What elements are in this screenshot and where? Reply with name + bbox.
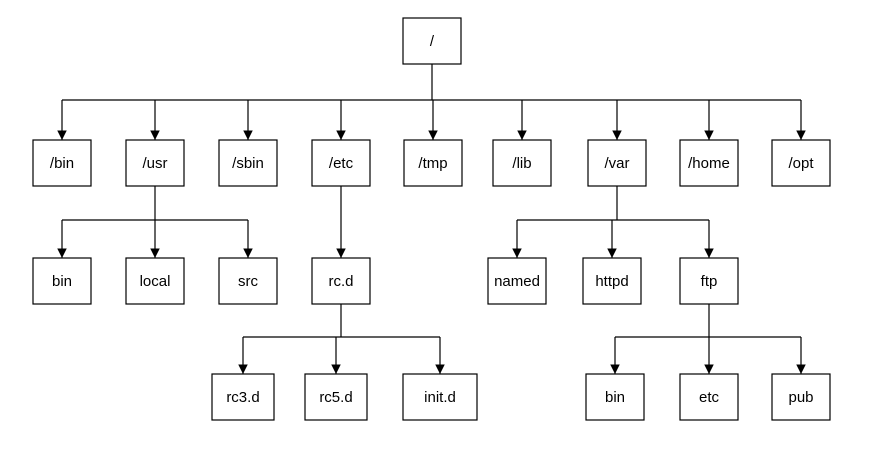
node-usr-local: local xyxy=(125,257,185,305)
node-box xyxy=(304,373,368,421)
node-box xyxy=(402,373,478,421)
node-box xyxy=(679,373,739,421)
node-label: rc.d xyxy=(328,273,353,290)
node-home: /home xyxy=(679,139,739,187)
node-label: local xyxy=(140,273,171,290)
node-box xyxy=(125,257,185,305)
node-label: ftp xyxy=(701,273,718,290)
node-ftp-bin: bin xyxy=(585,373,645,421)
node-box xyxy=(403,139,463,187)
node-box xyxy=(311,139,371,187)
edges-layer xyxy=(57,64,806,374)
node-rc5d: rc5.d xyxy=(304,373,368,421)
node-label: httpd xyxy=(595,273,628,290)
node-box xyxy=(32,139,92,187)
node-label: /opt xyxy=(788,155,814,172)
node-label: rc3.d xyxy=(226,389,259,406)
node-label: /bin xyxy=(50,155,74,172)
node-box xyxy=(211,373,275,421)
node-sbin: /sbin xyxy=(218,139,278,187)
node-label: etc xyxy=(699,389,720,406)
nodes-layer: / /bin/usr/sbin/etc/tmp/lib/var/home/opt b… xyxy=(32,17,831,421)
node-label: /lib xyxy=(512,155,531,172)
node-label: bin xyxy=(52,273,72,290)
node-initd: init.d xyxy=(402,373,478,421)
node-label: /sbin xyxy=(232,155,264,172)
node-label: bin xyxy=(605,389,625,406)
node-box xyxy=(492,139,552,187)
node-label: /usr xyxy=(142,155,167,172)
node-ftp-pub: pub xyxy=(771,373,831,421)
node-label: / xyxy=(430,33,435,50)
node-box xyxy=(218,257,278,305)
node-box xyxy=(582,257,642,305)
node-box xyxy=(679,139,739,187)
node-box xyxy=(587,139,647,187)
node-usr-bin: bin xyxy=(32,257,92,305)
node-box xyxy=(771,139,831,187)
node-root: / xyxy=(402,17,462,65)
node-usr: /usr xyxy=(125,139,185,187)
node-rc3d: rc3.d xyxy=(211,373,275,421)
node-var-httpd: httpd xyxy=(582,257,642,305)
node-label: named xyxy=(494,273,540,290)
node-etc-rcd: rc.d xyxy=(311,257,371,305)
node-label: init.d xyxy=(424,389,456,406)
node-box xyxy=(311,257,371,305)
node-var-named: named xyxy=(487,257,547,305)
node-label: src xyxy=(238,273,258,290)
node-var: /var xyxy=(587,139,647,187)
node-box xyxy=(32,257,92,305)
node-box xyxy=(585,373,645,421)
node-lib: /lib xyxy=(492,139,552,187)
node-var-ftp: ftp xyxy=(679,257,739,305)
node-tmp: /tmp xyxy=(403,139,463,187)
node-box xyxy=(402,17,462,65)
node-label: pub xyxy=(788,389,813,406)
node-box xyxy=(679,257,739,305)
node-label: /tmp xyxy=(418,155,447,172)
node-label: rc5.d xyxy=(319,389,352,406)
node-box xyxy=(771,373,831,421)
node-ftp-etc: etc xyxy=(679,373,739,421)
node-opt: /opt xyxy=(771,139,831,187)
node-label: /var xyxy=(604,155,629,172)
node-box xyxy=(218,139,278,187)
node-bin: /bin xyxy=(32,139,92,187)
node-usr-src: src xyxy=(218,257,278,305)
node-label: /etc xyxy=(329,155,354,172)
node-etc: /etc xyxy=(311,139,371,187)
node-box xyxy=(125,139,185,187)
node-box xyxy=(487,257,547,305)
node-label: /home xyxy=(688,155,730,172)
